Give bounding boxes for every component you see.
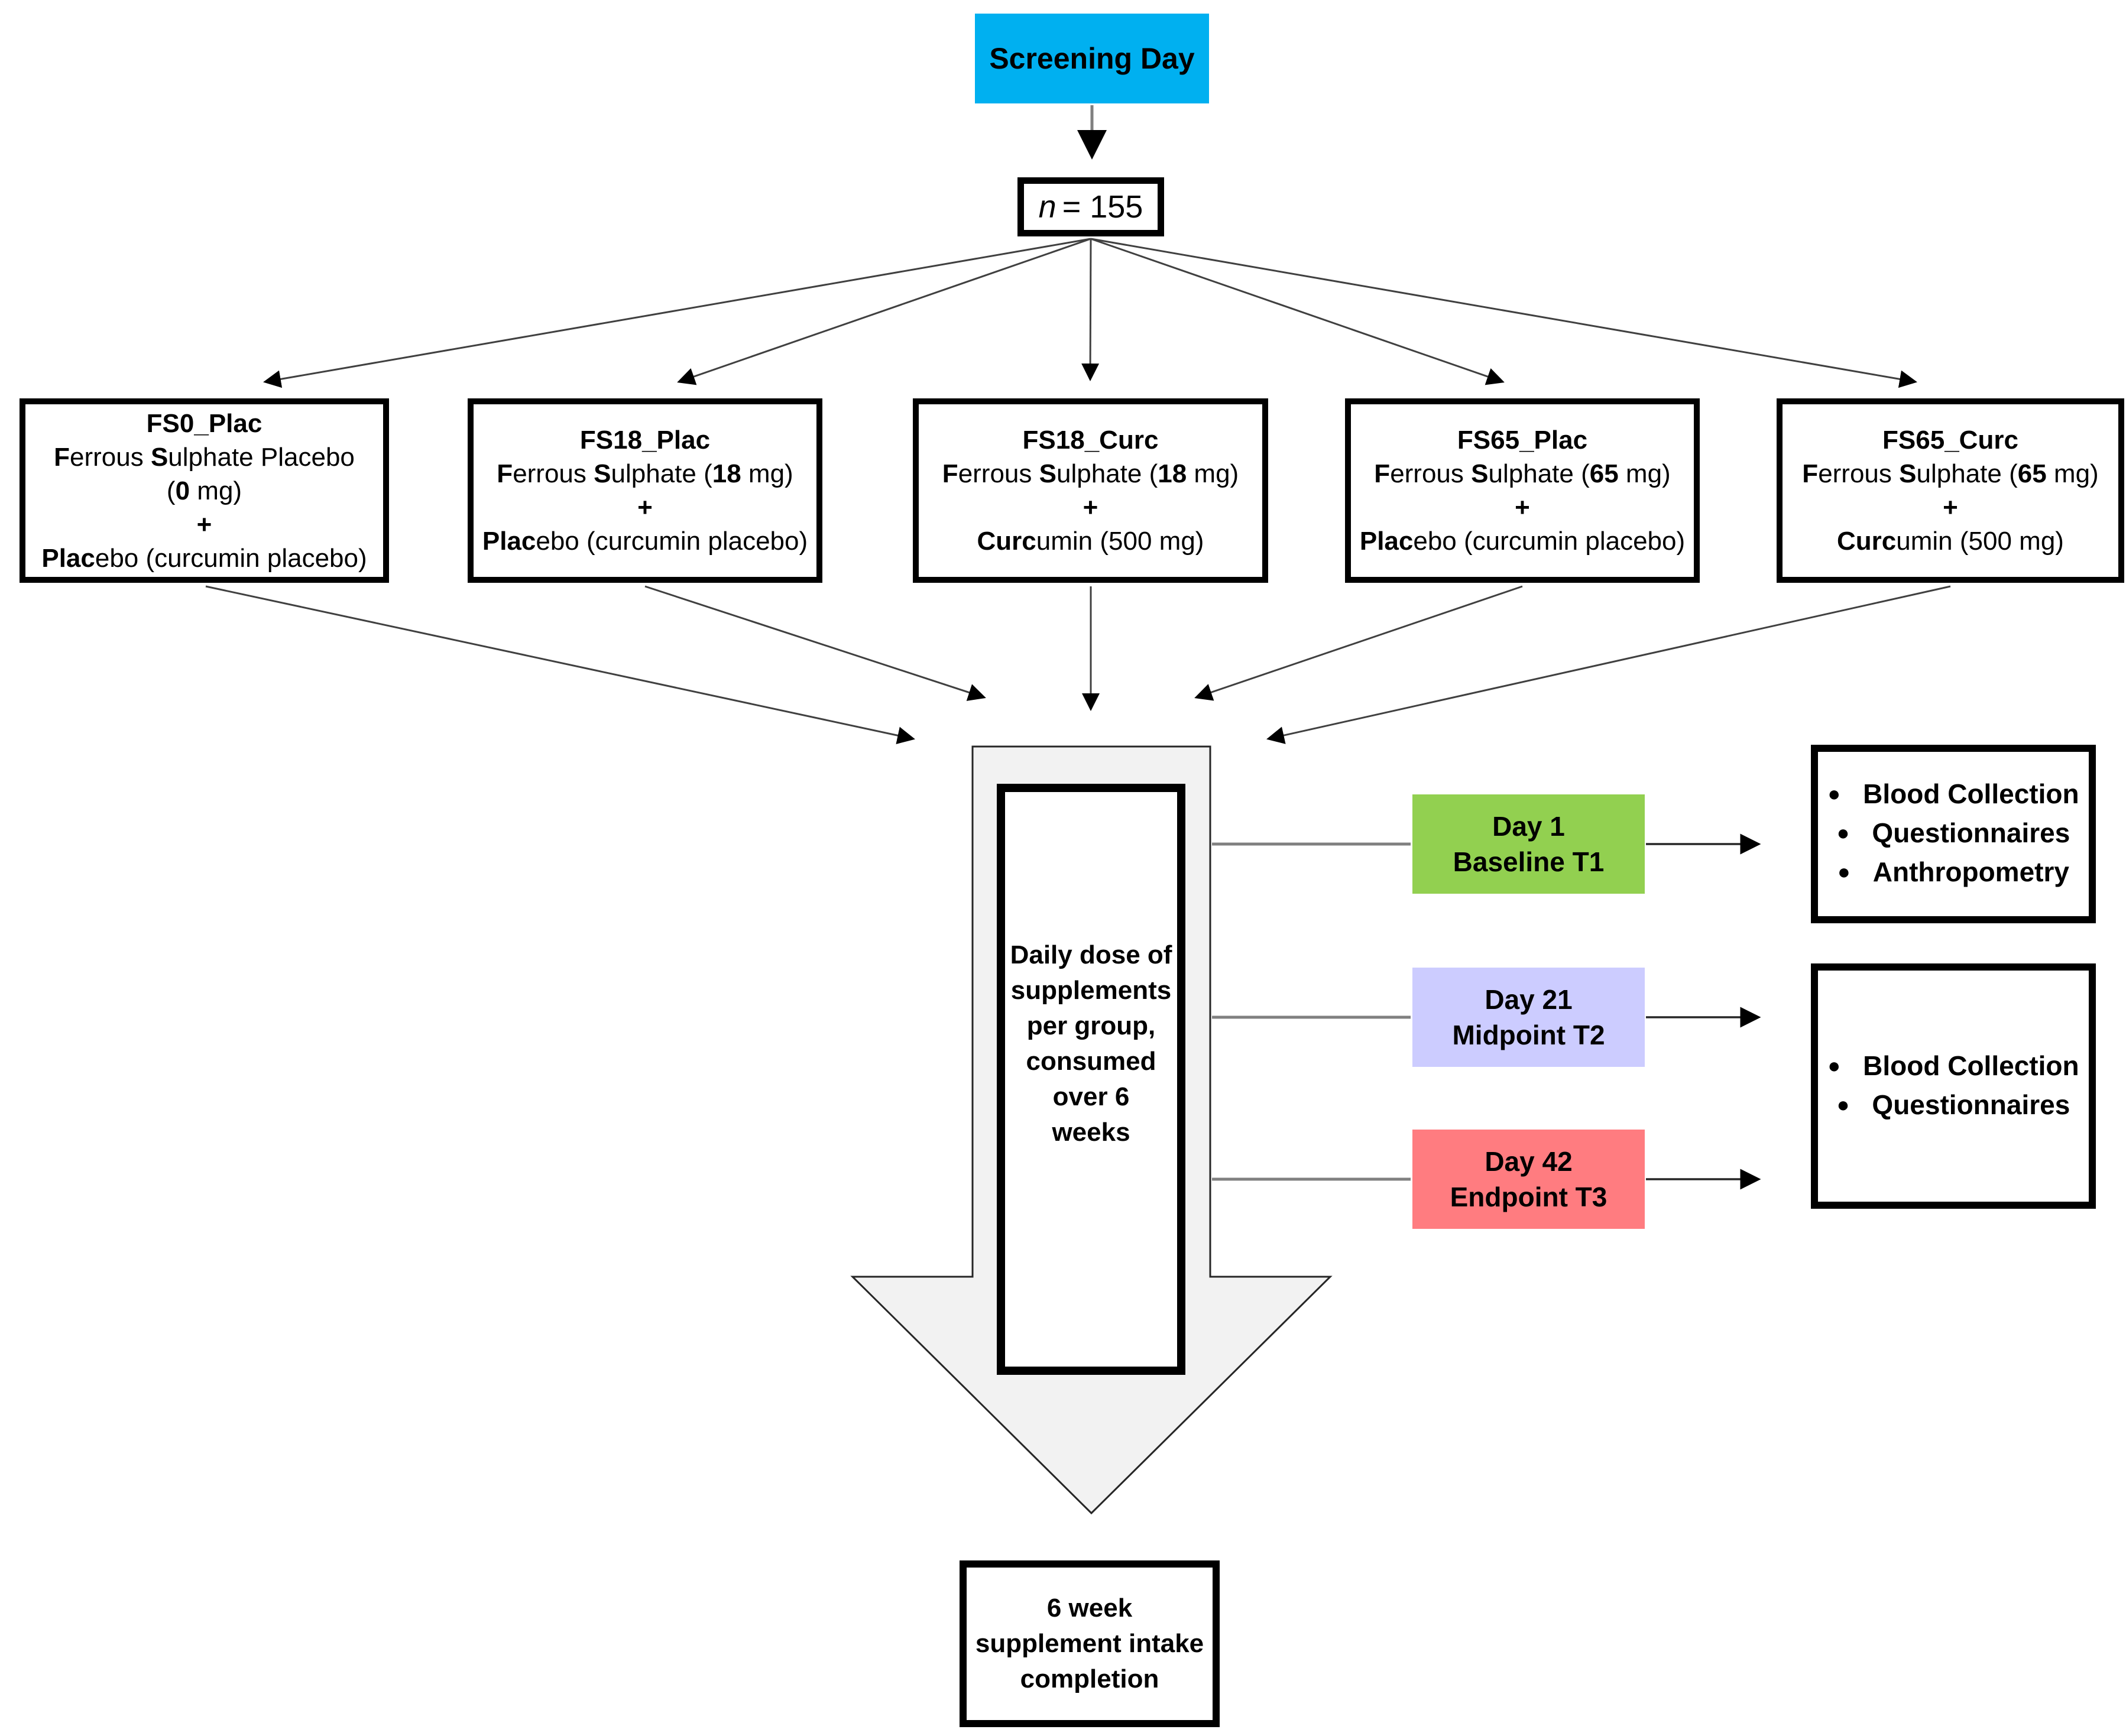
group1-to-process-arrow [205, 585, 915, 744]
group-line: Ferrous Sulphate (65 mg) [1802, 459, 2099, 488]
timepoint-day: Day 42 [1485, 1146, 1573, 1177]
group-line: + [1083, 493, 1098, 522]
group-line: Placebo (curcumin placebo) [482, 527, 808, 556]
timepoint-day: Day 21 [1485, 984, 1573, 1015]
outcome-item: ●Anthropometry [1827, 854, 2079, 893]
bullet-icon: ● [1836, 820, 1850, 845]
group-title: FS65_Plac [1457, 426, 1588, 455]
timepoint-phase: Midpoint T2 [1452, 1020, 1605, 1050]
group-line: + [1943, 493, 1958, 522]
group2-to-process-arrow [644, 585, 986, 701]
n-to-group4-arrow [1090, 238, 1505, 385]
completion-label: 6 week supplement intake completion [975, 1594, 1204, 1693]
group-line: Curcumin (500 mg) [977, 527, 1204, 556]
timepoint-phase: Endpoint T3 [1450, 1182, 1608, 1212]
group-title: FS65_Curc [1882, 426, 2018, 455]
bullet-icon: ● [1827, 781, 1841, 806]
outcome-item: ●Questionnaires [1827, 815, 2079, 854]
timepoint-box-day-21: Day 21 Midpoint T2 [1412, 968, 1645, 1067]
sample-size-label: n= 155 [1038, 189, 1143, 225]
group5-to-process-arrow [1266, 585, 1951, 744]
bullet-icon: ● [1836, 1092, 1850, 1117]
timepoint-connectors [1212, 842, 1411, 1181]
group-line: Curcumin (500 mg) [1837, 527, 2064, 556]
sample-size-box: n= 155 [1017, 177, 1164, 236]
group-line: (0 mg) [166, 476, 242, 505]
n-to-group5-arrow [1090, 238, 1917, 388]
converge-arrows [205, 585, 1951, 744]
outcome-box-2: ●Blood Collection●Questionnaires [1811, 963, 2096, 1209]
outcome-item: ●Blood Collection [1827, 775, 2079, 815]
outcome-item: ●Questionnaires [1827, 1086, 2079, 1125]
fanout-arrows [263, 238, 1917, 388]
process-label: Daily dose of supplements per group, con… [1010, 940, 1172, 1147]
group-line: Ferrous Sulphate (18 mg) [497, 459, 793, 488]
outcome-list: ●Blood Collection●Questionnaires [1827, 1047, 2079, 1125]
group-line: Placebo (curcumin placebo) [1359, 527, 1686, 556]
outcome-item: ●Blood Collection [1827, 1047, 2079, 1086]
group4-to-process-arrow [1194, 585, 1523, 701]
bullet-icon: ● [1827, 1053, 1841, 1078]
n-to-group1-arrow [263, 238, 1091, 388]
completion-box: 6 week supplement intake completion [960, 1560, 1220, 1727]
bullet-icon: ● [1837, 859, 1850, 884]
process-box: Daily dose of supplements per group, con… [997, 784, 1185, 1375]
group-line: Placebo (curcumin placebo) [41, 543, 367, 573]
group-line: Ferrous Sulphate Placebo [54, 442, 355, 472]
timepoint-phase: Baseline T1 [1453, 846, 1605, 877]
group-line: + [196, 510, 212, 539]
group-line: + [637, 493, 653, 522]
screening-day-label: Screening Day [989, 42, 1195, 75]
n-to-group3-arrow [1081, 238, 1100, 381]
group-title: FS0_Plac [146, 408, 262, 438]
outcome-box-1: ●Blood Collection●Questionnaires●Anthrop… [1811, 745, 2096, 923]
outcome-list: ●Blood Collection●Questionnaires●Anthrop… [1827, 775, 2079, 893]
screening-day-box: Screening Day [975, 14, 1209, 103]
timepoint-box-day-1: Day 1 Baseline T1 [1412, 794, 1645, 894]
outcome-arrows [1646, 833, 1761, 1190]
group-title: FS18_Plac [579, 426, 711, 455]
n-to-group2-arrow [677, 238, 1091, 385]
group-title: FS18_Curc [1022, 426, 1159, 455]
timepoint-day: Day 1 [1492, 811, 1565, 842]
group-line: + [1515, 493, 1530, 522]
timepoint-box-day-42: Day 42 Endpoint T3 [1412, 1130, 1645, 1229]
group-line: Ferrous Sulphate (65 mg) [1374, 459, 1671, 488]
group-line: Ferrous Sulphate (18 mg) [942, 459, 1239, 488]
